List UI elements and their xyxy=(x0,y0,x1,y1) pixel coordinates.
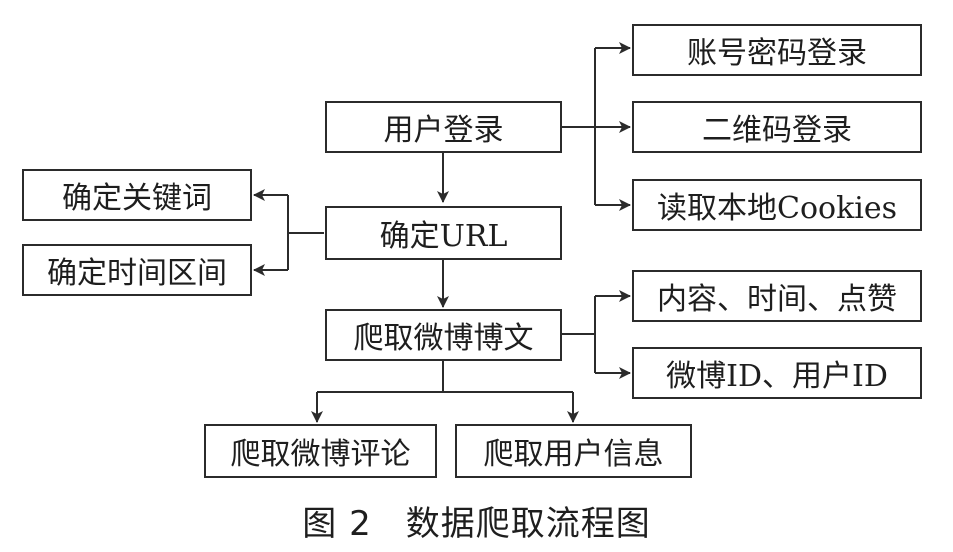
node-confirm-time-range: 确定时间区间 xyxy=(22,244,252,296)
node-qr-code: 二维码登录 xyxy=(632,101,922,153)
node-account-password: 账号密码登录 xyxy=(632,24,922,76)
figure-title: 数据爬取流程图 xyxy=(405,503,651,544)
node-content-time-likes: 内容、时间、点赞 xyxy=(632,270,922,322)
edge-crawl-down-trunk xyxy=(317,361,573,393)
node-crawl-comments: 爬取微博评论 xyxy=(204,424,437,478)
edge-crawl-branch-trunk xyxy=(562,296,596,373)
node-crawl-weibo: 爬取微博博文 xyxy=(325,309,562,361)
node-confirm-keywords: 确定关键词 xyxy=(22,169,252,221)
edge-login-branch-trunk xyxy=(562,48,596,205)
edge-url-branch-trunk xyxy=(287,195,324,270)
figure-caption: 图 2 数据爬取流程图 xyxy=(0,492,953,548)
node-weibo-user-id: 微博ID、用户ID xyxy=(632,347,922,399)
node-read-cookies: 读取本地Cookies xyxy=(632,179,922,231)
node-login: 用户登录 xyxy=(325,101,562,153)
node-crawl-user-info: 爬取用户信息 xyxy=(455,424,692,478)
figure-number: 图 2 xyxy=(302,503,372,544)
node-confirm-url: 确定URL xyxy=(325,206,562,260)
